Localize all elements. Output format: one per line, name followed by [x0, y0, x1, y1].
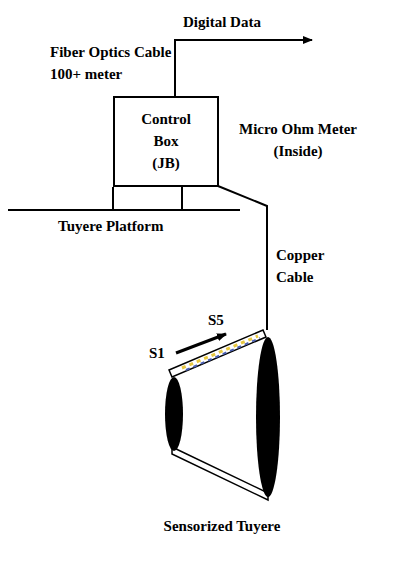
sensor-label: S1 — [149, 342, 173, 364]
platform-line — [8, 209, 240, 211]
cable-label: Fiber Optics Cable 100+ meter — [50, 41, 175, 85]
fiber-optic-line — [175, 40, 312, 96]
box-leg — [112, 187, 114, 210]
tuyere-drawing — [165, 330, 280, 500]
output-label: Digital Data — [183, 11, 303, 33]
sensor-label: S5 — [208, 309, 232, 331]
node-text: Sensorized Tuyere — [148, 515, 296, 537]
copper-cable — [218, 186, 267, 330]
instrument-label: Micro Ohm Meter (Inside) — [228, 118, 368, 162]
tuyere-node: Sensorized Tuyere — [148, 330, 296, 545]
control-box: Control Box (JB) — [113, 96, 219, 187]
edge-label: Copper Cable — [276, 244, 346, 288]
node-text: Control Box (JB) — [115, 108, 217, 174]
box-leg — [181, 187, 183, 210]
platform-label: Tuyere Platform — [58, 215, 198, 237]
